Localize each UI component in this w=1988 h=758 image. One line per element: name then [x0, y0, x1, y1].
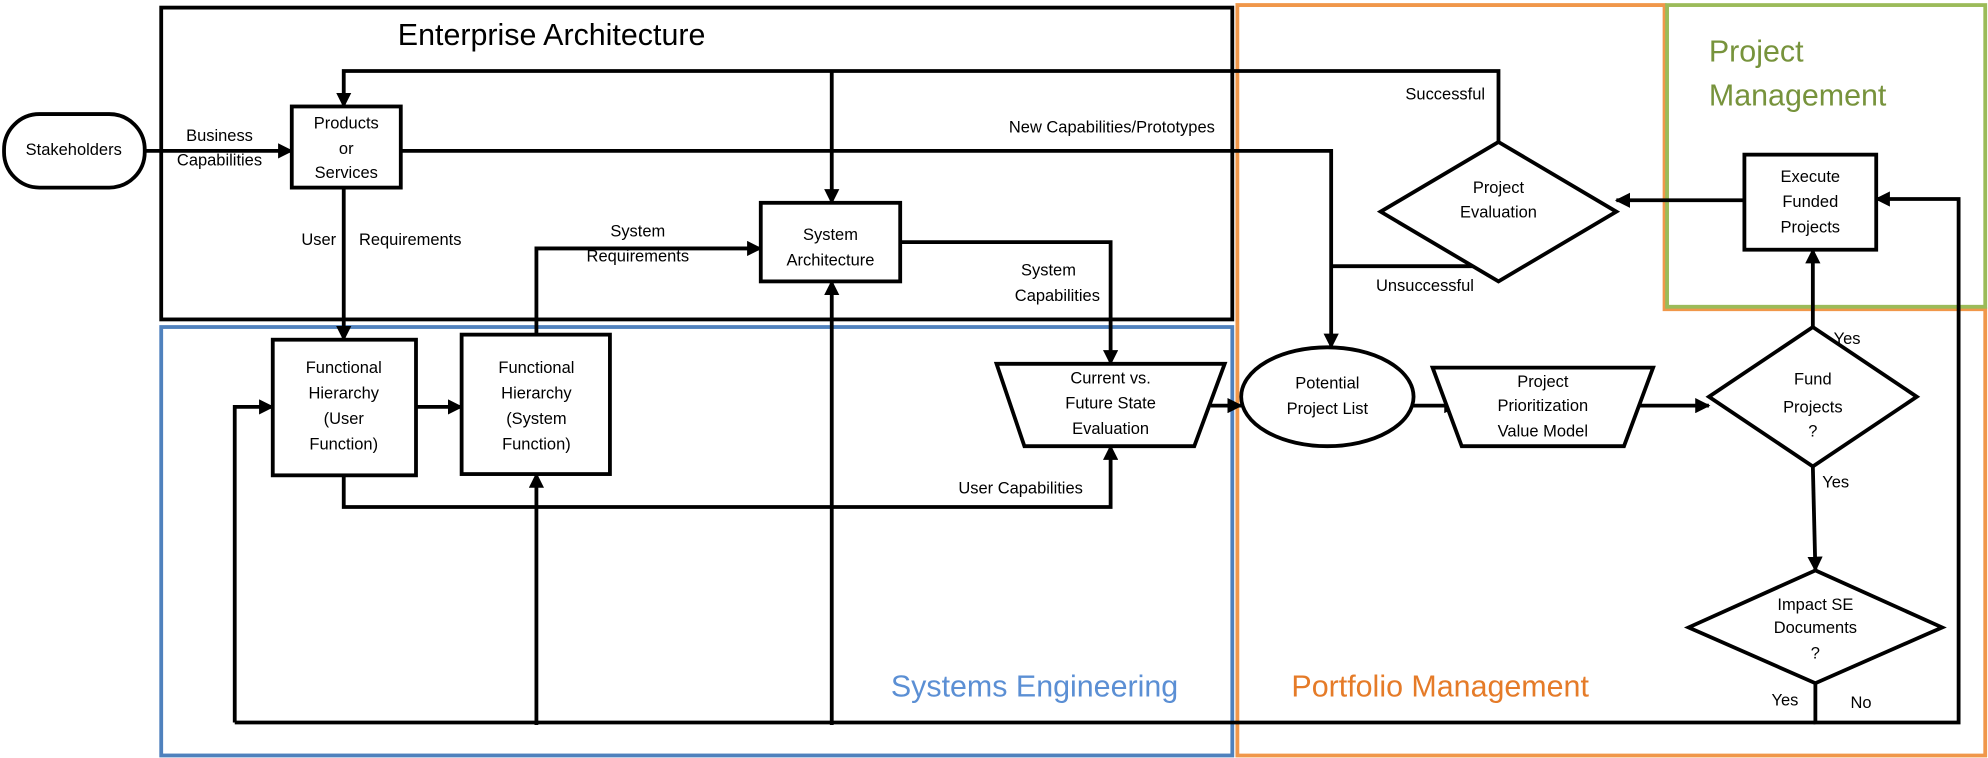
- node-text: Fund: [1794, 371, 1832, 389]
- node-text: Function): [502, 435, 571, 453]
- node-text: Value Model: [1498, 423, 1588, 441]
- edge-successful-loop: [336, 69, 1501, 142]
- node-text: Evaluation: [1072, 420, 1149, 438]
- node-text: Current vs.: [1070, 369, 1151, 387]
- shape: [1705, 324, 1921, 469]
- node-text: Impact SE: [1777, 596, 1853, 614]
- shape: [1742, 152, 1879, 252]
- edge-label-unsuccessful: Unsuccessful: [1376, 277, 1474, 295]
- edge-label-system-cap-2: Capabilities: [1015, 287, 1100, 305]
- project-management-title: Management: [1709, 79, 1887, 113]
- enterprise-architecture-title: Enterprise Architecture: [398, 18, 706, 52]
- edge-fund-yes-to-impact: [1807, 466, 1823, 572]
- edge-system-capabilities: [900, 240, 1119, 366]
- node-text: ?: [1808, 423, 1817, 441]
- node-stakeholders: Stakeholders: [2, 112, 147, 190]
- enterprise-architecture-region: [159, 5, 1235, 322]
- edge-label-fund-yes-up: Yes: [1834, 330, 1861, 348]
- edge-feedback-fh-user: [232, 399, 275, 723]
- node-text: Future State: [1065, 395, 1156, 413]
- node-text: (User: [324, 410, 365, 428]
- shape: [1429, 365, 1656, 449]
- node-text: Potential: [1295, 374, 1359, 392]
- edge-label-new-capabilities: New Capabilities/Prototypes: [1009, 118, 1215, 136]
- node-text: System: [803, 226, 858, 244]
- portfolio-management-title: Portfolio Management: [1291, 669, 1589, 703]
- node-text: Products: [314, 115, 379, 133]
- node-text: ?: [1811, 644, 1820, 662]
- edge-label-fund-yes-down: Yes: [1822, 473, 1849, 491]
- node-text: Functional: [498, 359, 574, 377]
- shape: [2, 112, 147, 190]
- edge-label-user-capabilities: User Capabilities: [958, 480, 1082, 498]
- shape: [289, 104, 403, 190]
- edge-label-successful: Successful: [1405, 85, 1485, 103]
- node-text: Projects: [1781, 219, 1841, 237]
- edge-label-system-req-1: System: [610, 222, 665, 240]
- edge-label-requirements: Requirements: [359, 231, 462, 249]
- node-impact-se: Impact SE Documents?: [1683, 568, 1947, 686]
- edge-label-system-cap-1: System: [1021, 262, 1076, 280]
- node-text: or: [339, 140, 354, 158]
- node-text: Project: [1473, 179, 1525, 197]
- edge-label-system-req-2: Requirements: [587, 248, 690, 266]
- edge-label-impact-no: No: [1850, 694, 1871, 712]
- node-text: Documents: [1774, 619, 1857, 637]
- node-text: Projects: [1783, 398, 1843, 416]
- edge-user-capabilities: [341, 444, 1119, 509]
- edge-impact-no-to-execute: [1813, 191, 1961, 725]
- edge-label-capabilities: Capabilities: [177, 151, 262, 169]
- shape: [1239, 345, 1416, 449]
- shape: [758, 200, 903, 284]
- node-text: Hierarchy: [501, 385, 572, 403]
- edge-label-user: User: [301, 231, 336, 249]
- edge-label-impact-yes: Yes: [1772, 691, 1799, 709]
- node-text: Project: [1517, 373, 1569, 391]
- node-text: Execute: [1781, 168, 1841, 186]
- systems-engineering-region: [159, 325, 1235, 758]
- systems-engineering-title: Systems Engineering: [891, 669, 1178, 703]
- node-text: (System: [506, 410, 566, 428]
- node-text: Services: [315, 164, 378, 182]
- node-text: Architecture: [787, 251, 875, 269]
- project-management-title: Project: [1709, 34, 1804, 68]
- portfolio-management-region: [1235, 3, 1988, 758]
- node-text: Funded: [1782, 193, 1838, 211]
- shape: [270, 337, 418, 478]
- node-text: Function): [309, 435, 378, 453]
- edge-label-business: Business: [186, 127, 253, 145]
- node-text: Project List: [1287, 400, 1369, 418]
- shape: [1376, 139, 1621, 284]
- shape: [993, 361, 1228, 449]
- node-text: Prioritization: [1498, 397, 1589, 415]
- shape: [1683, 568, 1947, 686]
- node-text: Hierarchy: [309, 385, 380, 403]
- node-text: Evaluation: [1460, 203, 1537, 221]
- node-text: Functional: [306, 359, 382, 377]
- edge-system-requirements: [534, 240, 763, 335]
- edge-new-capabilities: [400, 148, 1339, 349]
- shape: [459, 332, 612, 476]
- project-management-region: [1665, 3, 1988, 309]
- node-text: Stakeholders: [26, 141, 122, 159]
